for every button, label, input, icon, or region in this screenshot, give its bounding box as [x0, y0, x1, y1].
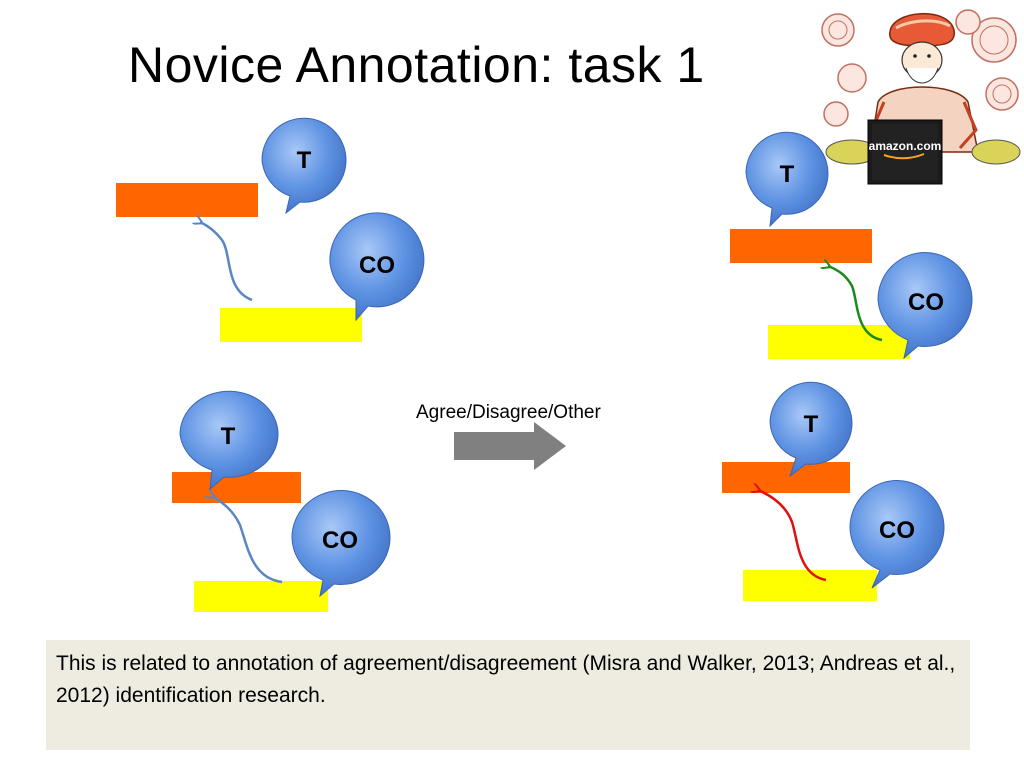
t-bubble: T — [770, 382, 852, 476]
mechanical-turk-illustration: amazon.com — [818, 2, 1022, 188]
t-bubble: T — [746, 132, 828, 226]
comment-bar — [743, 570, 877, 601]
amazon-logo: amazon.com — [869, 139, 942, 153]
scene-bottom-left: T CO — [172, 391, 390, 612]
target-bar — [722, 462, 850, 493]
co-bubble: CO — [330, 213, 424, 320]
link-arrow — [212, 496, 282, 582]
comment-bar — [220, 308, 362, 342]
disagree-arrow — [758, 490, 826, 580]
citation-note: This is related to annotation of agreeme… — [46, 640, 970, 750]
co-label: CO — [359, 252, 395, 279]
co-label: CO — [908, 289, 944, 316]
t-label: T — [780, 161, 795, 188]
scene-bottom-right-disagree: T CO — [722, 382, 944, 601]
link-arrow — [200, 222, 252, 300]
transition-arrow — [452, 420, 570, 472]
target-bar — [730, 229, 872, 263]
comment-bar — [194, 581, 328, 612]
t-label: T — [221, 423, 236, 450]
t-bubble: T — [262, 118, 346, 213]
comment-bar — [768, 325, 910, 359]
t-label: T — [804, 411, 819, 438]
co-label: CO — [322, 527, 358, 554]
co-label: CO — [879, 517, 915, 544]
t-label: T — [297, 147, 312, 174]
co-bubble: CO — [292, 490, 390, 596]
scene-top-left: T CO — [116, 118, 424, 342]
target-bar — [116, 183, 258, 217]
